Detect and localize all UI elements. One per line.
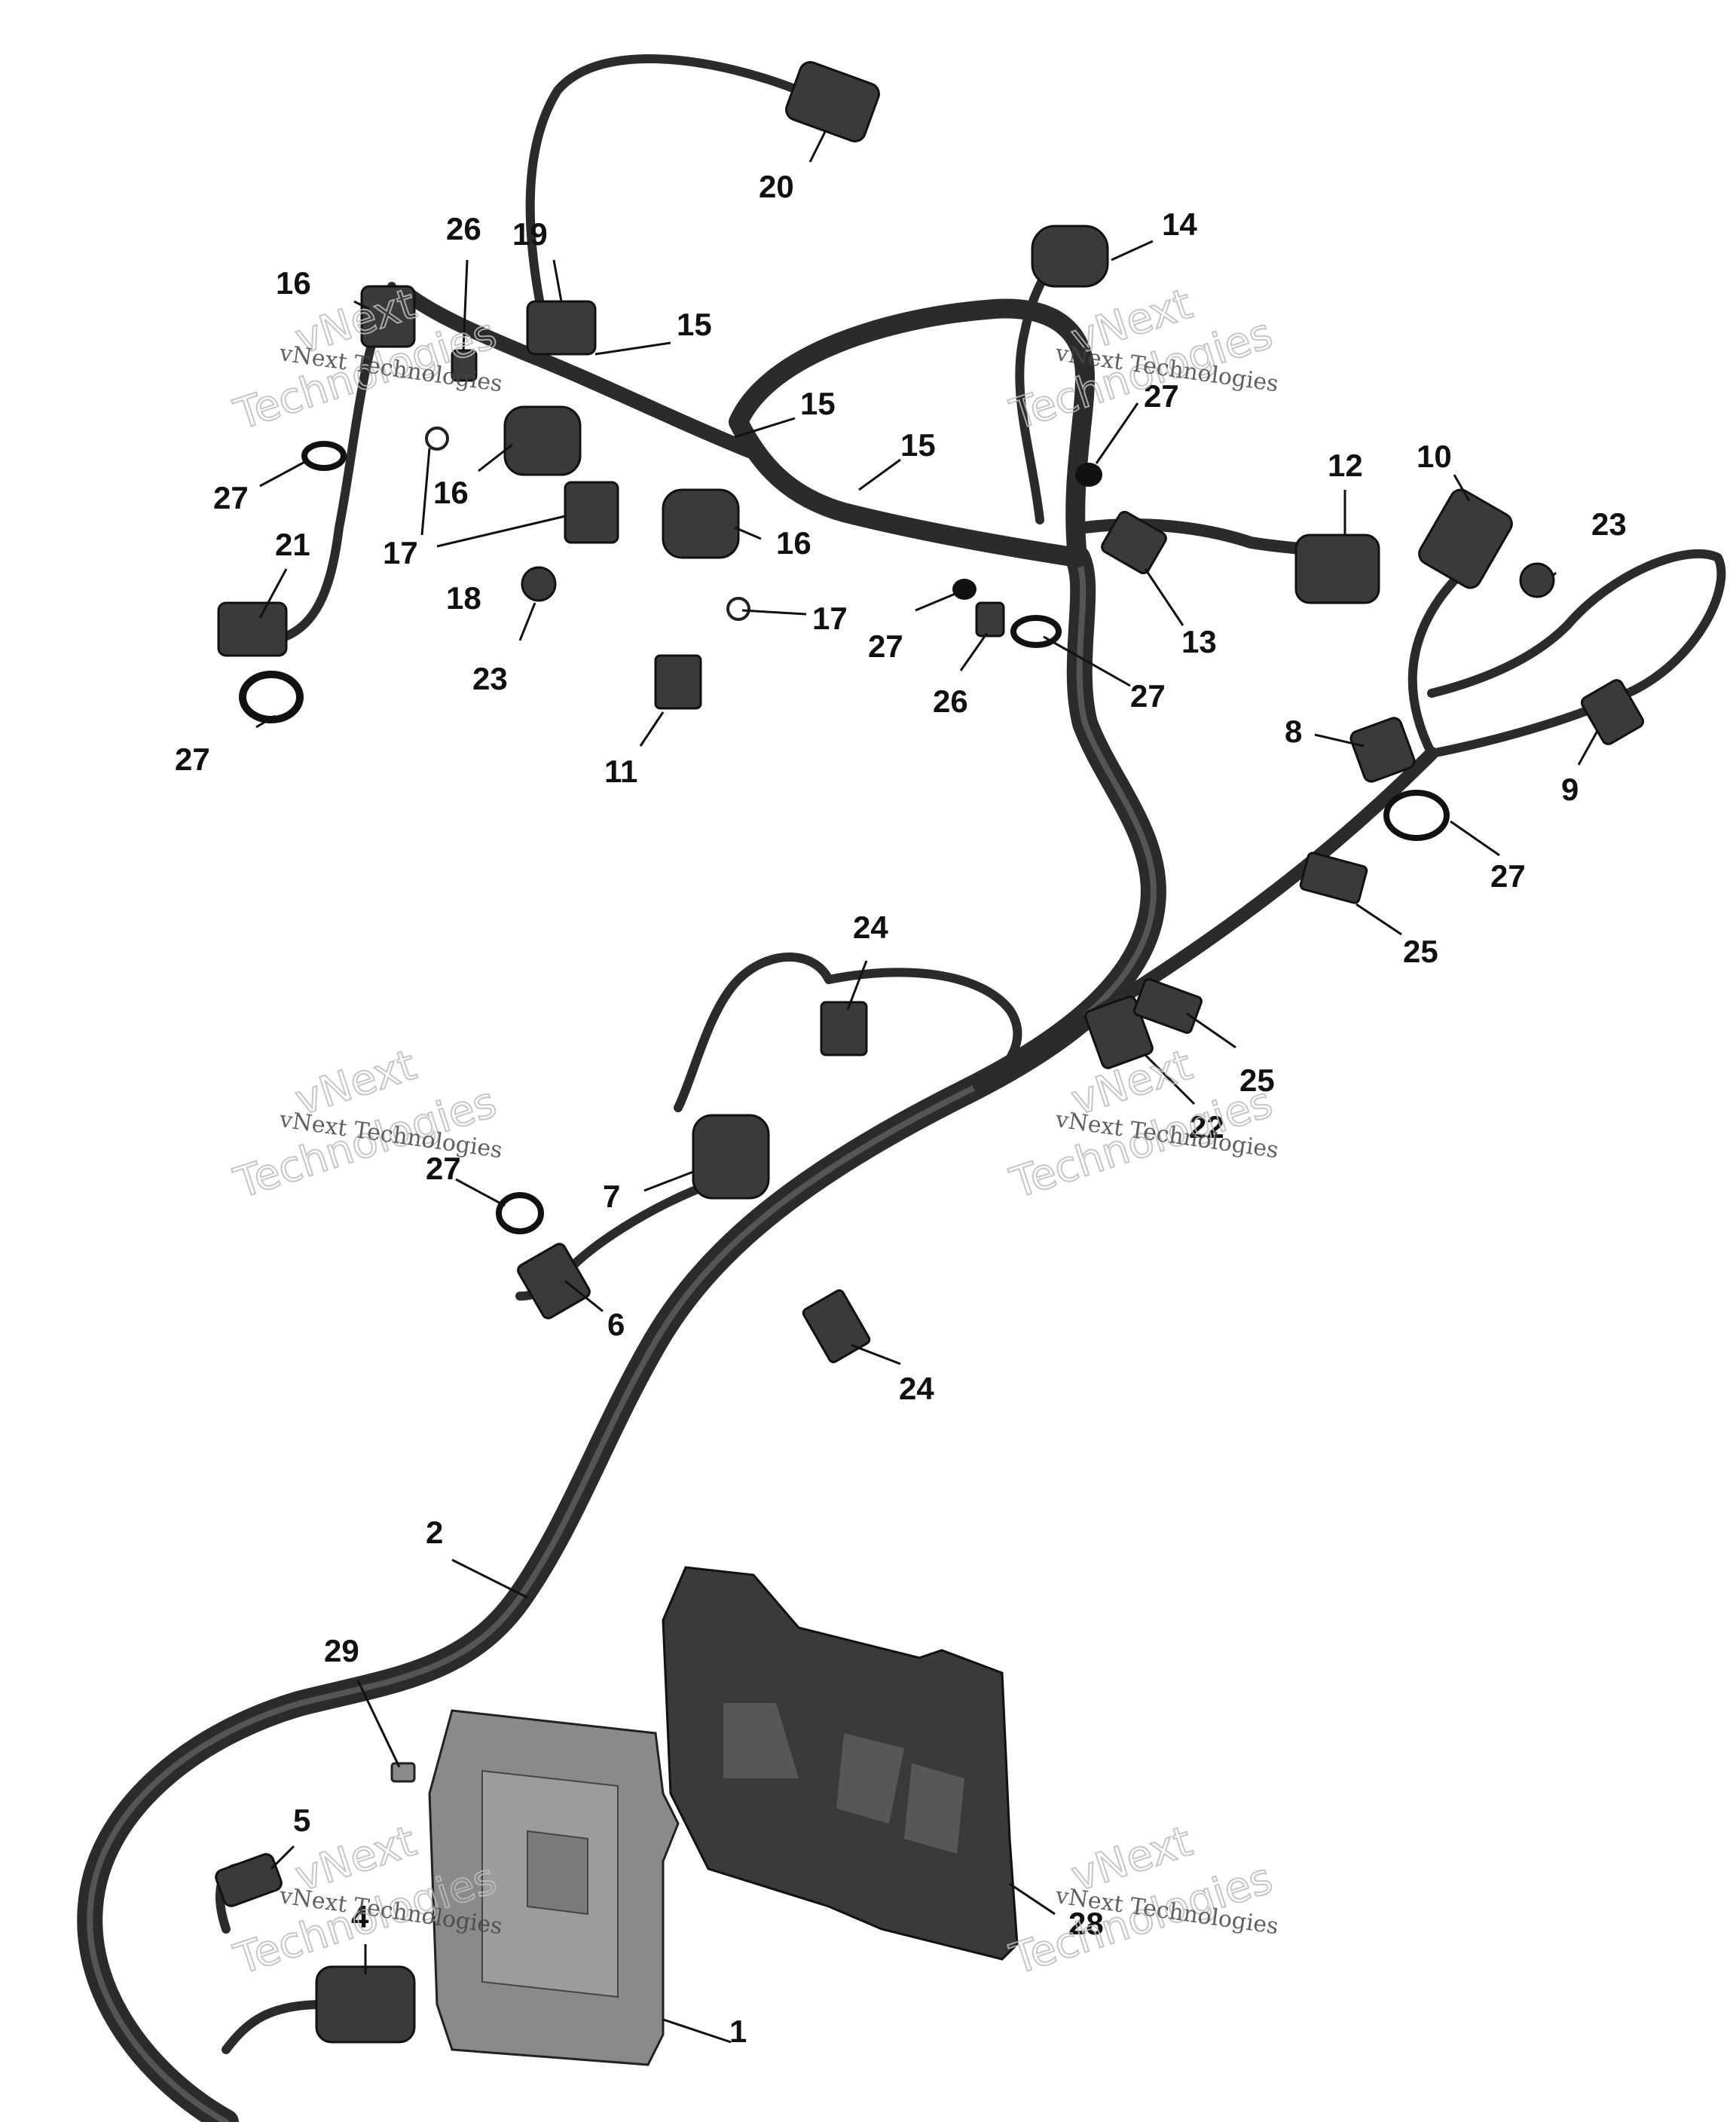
ring-terminal-17-a: [425, 427, 449, 451]
callout-27-a: 27: [175, 741, 210, 777]
coil-16-a: [360, 285, 416, 348]
callout-26-a: 26: [446, 211, 481, 246]
callout-1: 1: [729, 2013, 747, 2049]
cable-tie-27-c: [1075, 463, 1102, 487]
callout-27-d: 27: [868, 628, 903, 664]
clip-25-a: [1299, 852, 1368, 904]
callout-22: 22: [1189, 1109, 1224, 1145]
callout-15-b: 15: [800, 386, 836, 421]
callout-24-a: 24: [853, 910, 888, 945]
sensor-14: [1031, 225, 1109, 288]
callout-27-f: 27: [1490, 858, 1526, 894]
callout-17-a: 17: [383, 535, 418, 570]
leader-lines: [255, 131, 1599, 2044]
connector-9: [1580, 679, 1645, 745]
callout-29: 29: [324, 1633, 359, 1668]
ecu-module: [428, 1709, 680, 2066]
callout-28: 28: [1068, 1906, 1104, 1941]
components: [215, 61, 1645, 2066]
coil-16-c: [662, 488, 740, 559]
callout-18: 18: [446, 580, 481, 616]
cable-tie-27-d: [952, 579, 976, 600]
screw-29: [390, 1762, 416, 1783]
connector-4: [315, 1965, 416, 2044]
callout-16-b: 16: [433, 475, 469, 510]
connector-21: [217, 601, 288, 657]
cable-tie-27-a: [239, 671, 304, 723]
callout-5: 5: [293, 1802, 310, 1838]
sensor-10: [1418, 488, 1513, 589]
callout-27-e: 27: [1130, 678, 1166, 714]
callout-13: 13: [1181, 624, 1217, 659]
grommet-23-a: [521, 566, 557, 602]
callout-11: 11: [604, 754, 637, 789]
clip-24-b: [802, 1289, 871, 1363]
callout-14: 14: [1162, 206, 1197, 242]
callout-25-b: 25: [1239, 1063, 1275, 1098]
callout-labels: 1 2 4 5 6 7 8 9 10 11 12 13 14 15 15 15 …: [175, 169, 1627, 2049]
sensor-11: [654, 654, 702, 710]
callout-4: 4: [351, 1899, 369, 1934]
callout-8: 8: [1285, 714, 1302, 749]
watermark-top-left: vNext Technologies vNext Technologies: [228, 279, 504, 441]
callout-19: 19: [512, 216, 548, 252]
grommet-23-b: [1519, 562, 1555, 598]
connector-8: [1349, 717, 1416, 783]
clip-25-b: [1133, 978, 1203, 1034]
grommet-26-b: [975, 601, 1005, 638]
ring-terminal-17-b: [726, 597, 750, 621]
cable-tie-27-g: [496, 1192, 544, 1234]
sensor-5: [215, 1853, 283, 1907]
connector-13: [1101, 510, 1167, 575]
connector-12: [1294, 534, 1380, 604]
watermark-bottom-right: vNext Technologies vNext Technologies: [1004, 1816, 1280, 1986]
callout-27-g: 27: [426, 1151, 461, 1186]
callout-27-b: 27: [213, 480, 249, 515]
coil-16-b: [503, 405, 582, 476]
callout-7: 7: [603, 1179, 620, 1214]
callout-20: 20: [759, 169, 794, 204]
callout-15-c: 15: [900, 427, 936, 463]
callout-21: 21: [275, 527, 310, 562]
callout-24-b: 24: [899, 1371, 934, 1406]
connector-19: [526, 300, 597, 356]
callout-6: 6: [607, 1307, 625, 1342]
callout-10: 10: [1417, 439, 1452, 474]
callout-23-b: 23: [1591, 506, 1627, 542]
callout-23-a: 23: [472, 661, 508, 696]
callout-9: 9: [1561, 772, 1579, 807]
callout-26-b: 26: [933, 683, 968, 719]
callout-25-a: 25: [1403, 934, 1438, 969]
connector-20: [785, 61, 880, 142]
cable-tie-27-f: [1383, 790, 1450, 841]
callout-27-c: 27: [1144, 378, 1179, 414]
callout-16-c: 16: [776, 525, 811, 561]
callout-16-a: 16: [276, 265, 311, 301]
cable-tie-27-e: [1010, 615, 1062, 648]
callout-2: 2: [426, 1515, 443, 1550]
cable-tie-27-b: [301, 441, 347, 471]
sensor-7: [692, 1114, 770, 1200]
connector-6: [517, 1243, 591, 1319]
callout-17-b: 17: [812, 601, 848, 636]
callout-12: 12: [1328, 448, 1363, 483]
watermark-top-right: vNext Technologies vNext Technologies: [1004, 279, 1280, 441]
clip-24-a: [820, 1001, 868, 1056]
connector-18: [564, 481, 619, 544]
callout-15-a: 15: [677, 307, 712, 342]
ecu-bracket: [662, 1566, 1019, 1961]
